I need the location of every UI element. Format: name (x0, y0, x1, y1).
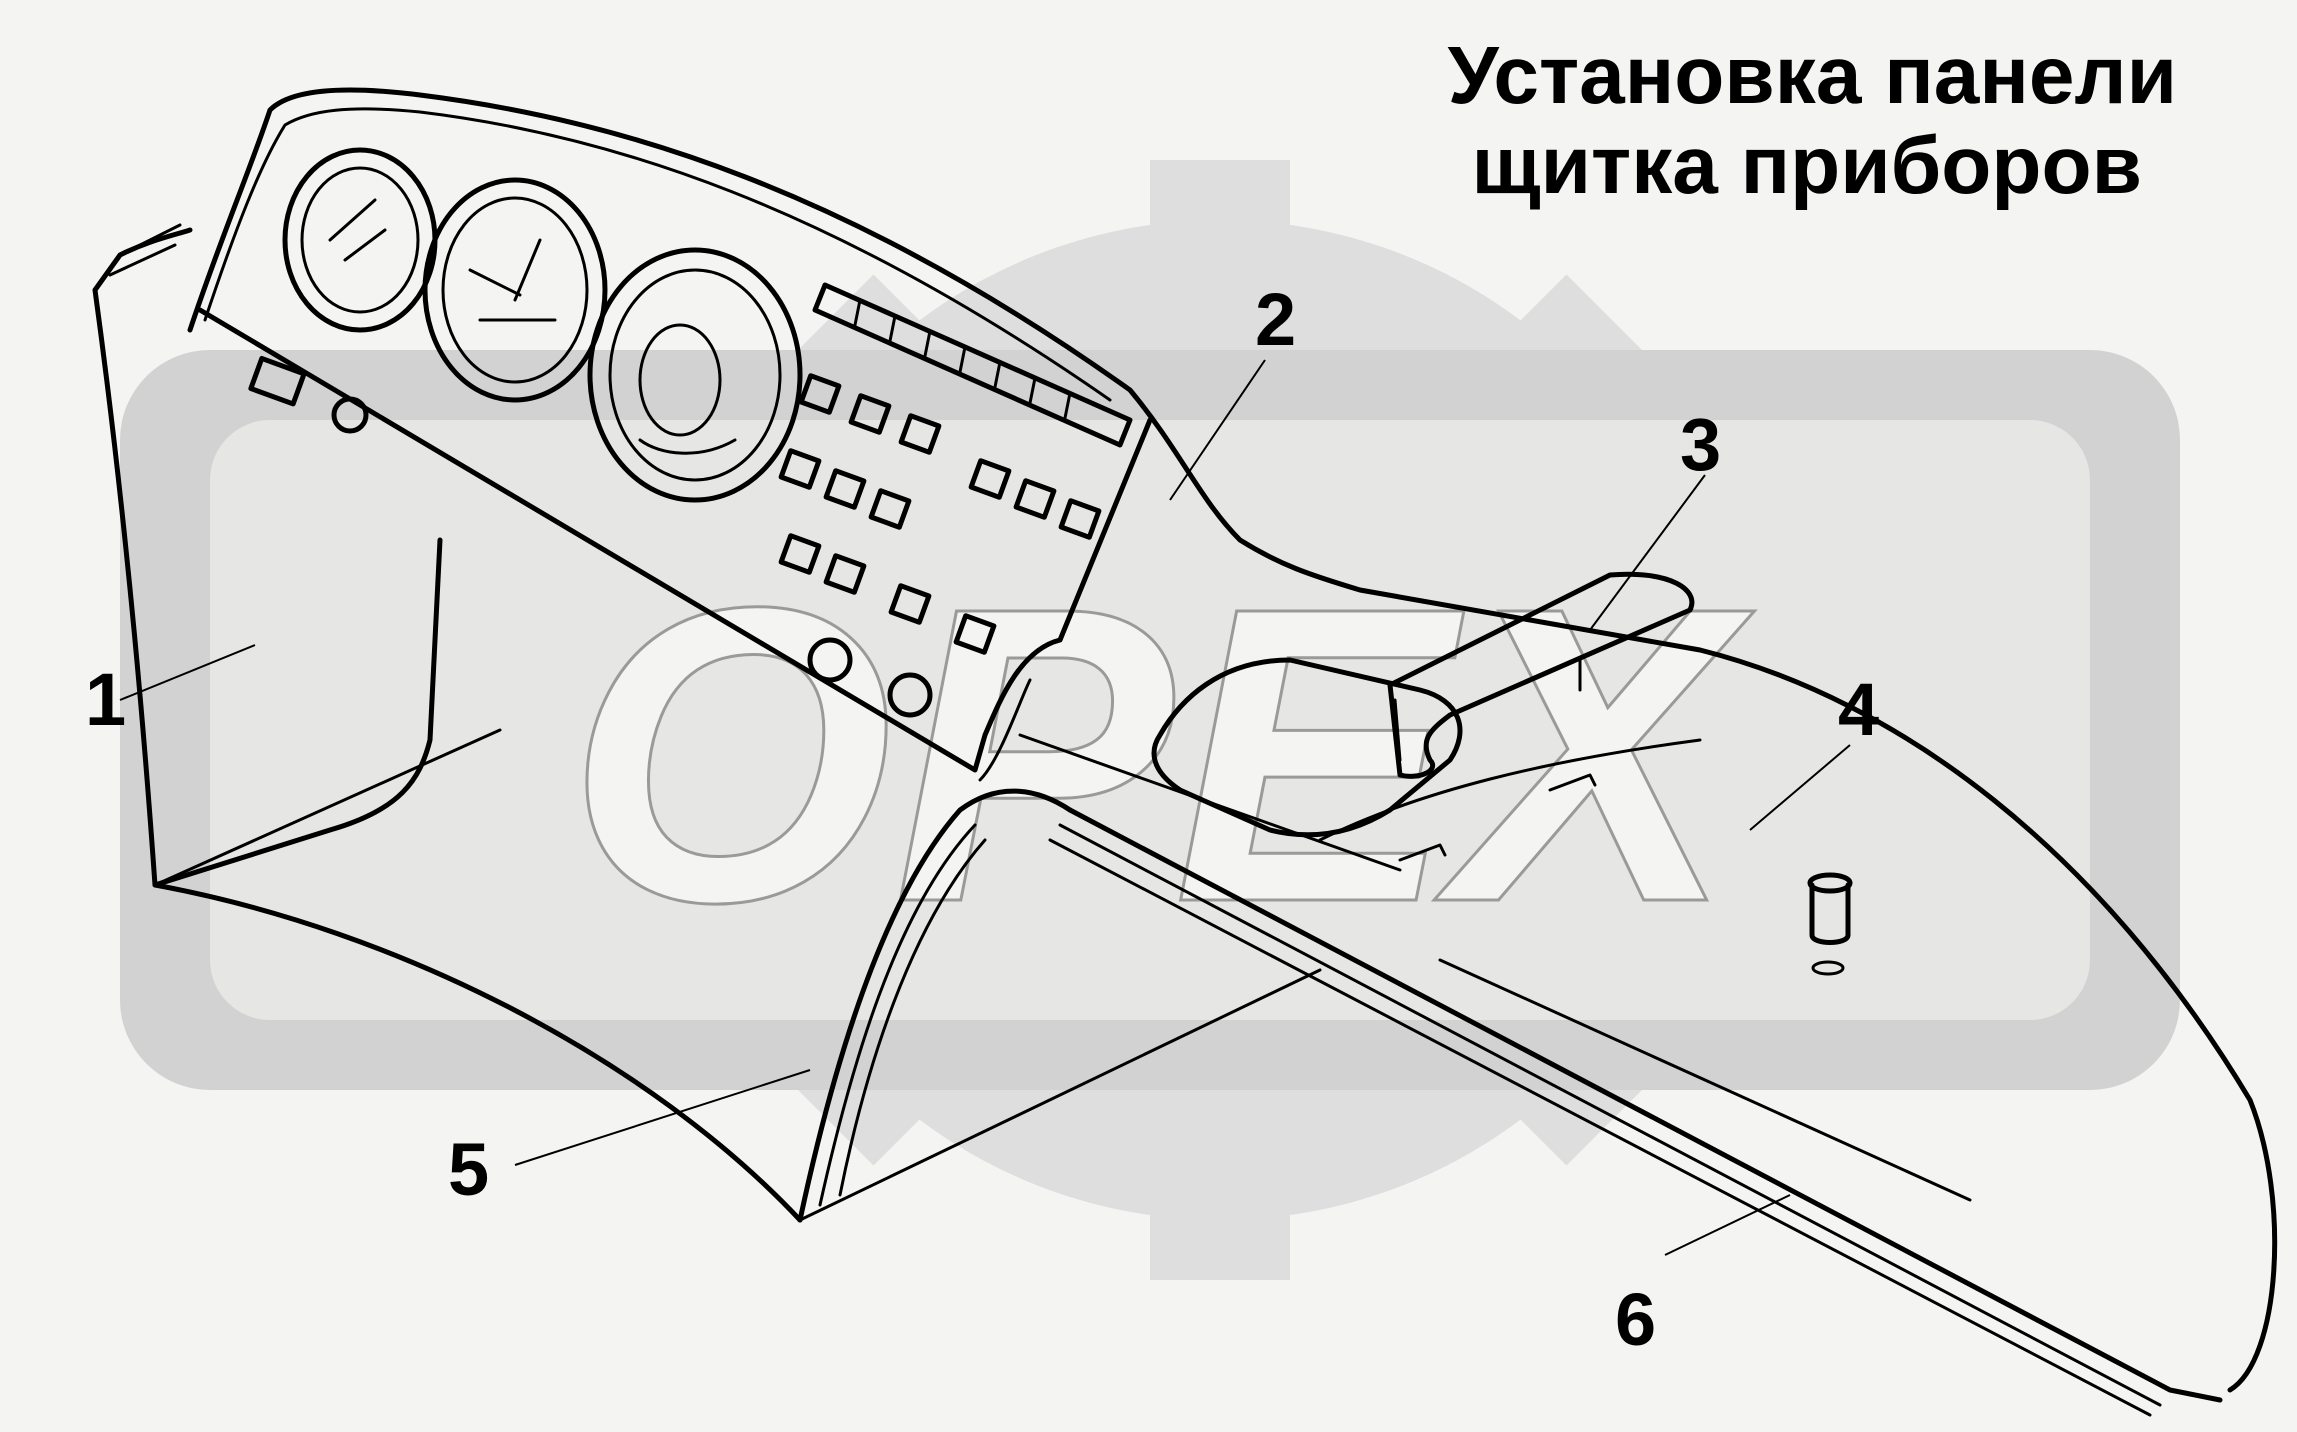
title-line-2: щитка приборов (1471, 120, 2142, 211)
gauge-middle (422, 177, 608, 403)
part-2-face-plate (197, 307, 1153, 773)
gauge-right-dial (608, 268, 782, 482)
part-2-cluster-housing (187, 87, 2278, 1393)
knobs (331, 396, 933, 718)
leader-6 (1664, 1194, 1791, 1256)
gauge-left-bezel (282, 147, 438, 333)
part-4-console-top (1018, 733, 1972, 1202)
part-6-side-trim (1067, 807, 2223, 1403)
part-6-side-trim-inner (798, 823, 2162, 1417)
leader-2 (1169, 359, 1266, 501)
bolt-head (1807, 872, 1853, 894)
part-2-cluster-bezel (203, 107, 1112, 402)
gauge-right-scale (638, 438, 737, 455)
leader-1 (119, 644, 256, 701)
knob (887, 672, 933, 718)
leader-3 (1589, 474, 1706, 631)
callout-4: 4 (1838, 668, 1879, 751)
part-4-console-tabs (1398, 773, 1597, 862)
bolt (1807, 872, 1853, 976)
bolt-washer (1811, 960, 1845, 976)
watermark-band-inner (210, 420, 2090, 1020)
callout-5: 5 (448, 1128, 489, 1211)
rocker-switches (248, 355, 1102, 655)
gauge-middle-dial (441, 196, 589, 384)
gauge-middle-bezel (422, 177, 608, 403)
rocker-switch (898, 413, 942, 455)
part-2-face-plate-lower (978, 678, 1032, 782)
rocker-switch (968, 458, 1012, 500)
part-1-housing-rim (108, 223, 182, 277)
gauge-right (587, 247, 803, 503)
title-line-1: Установка панели (1447, 30, 2177, 121)
leader-lines (119, 359, 1851, 1256)
rocker-switch (798, 373, 842, 415)
knob (331, 396, 369, 434)
console-opening (1151, 657, 1463, 838)
callout-1: 1 (85, 658, 126, 741)
part-5-front-panel-inner (818, 823, 987, 1207)
callout-3: 3 (1680, 403, 1721, 486)
rocker-switch (823, 553, 867, 595)
rocker-switch (778, 533, 822, 575)
part-5-front-panel (797, 788, 1073, 1223)
leader-5 (514, 1069, 811, 1166)
rocker-switch (848, 393, 892, 435)
part-1-base-inner (153, 728, 502, 887)
part-1-base-curve (152, 882, 803, 1223)
rocker-switch (823, 468, 867, 510)
gauge-middle-needle (468, 238, 557, 322)
callout-6: 6 (1615, 1278, 1656, 1361)
watermark-gear-tooth (1150, 1160, 1290, 1280)
gauge-right-center (638, 323, 722, 437)
watermark-gear-tooth (1150, 160, 1290, 280)
rocker-switch (888, 583, 932, 625)
gauge-left (282, 147, 438, 333)
leader-4 (1749, 744, 1851, 831)
rocker-switch (778, 448, 822, 490)
rocker-switch (953, 613, 997, 655)
gauge-right-bezel (587, 247, 803, 503)
rocker-switch (868, 488, 912, 530)
rocker-switch (1058, 498, 1102, 540)
warning-light-strip-frame (812, 282, 1133, 448)
panel-drawing (92, 87, 2278, 1417)
callout-labels: 1 2 3 4 5 6 (85, 278, 1879, 1361)
part-3-bracket-edge (1393, 658, 1582, 762)
bolt-shank (1809, 882, 1851, 945)
warning-light-strip (812, 282, 1133, 448)
warning-light-dividers (853, 298, 1072, 420)
gauge-left-dial (300, 166, 420, 314)
rocker-switch (1013, 478, 1057, 520)
knob (807, 637, 853, 683)
rocker-switch-left (248, 355, 307, 407)
part-3-bracket (1387, 571, 1695, 779)
gauge-left-needle (328, 198, 387, 262)
callout-2: 2 (1255, 278, 1296, 361)
